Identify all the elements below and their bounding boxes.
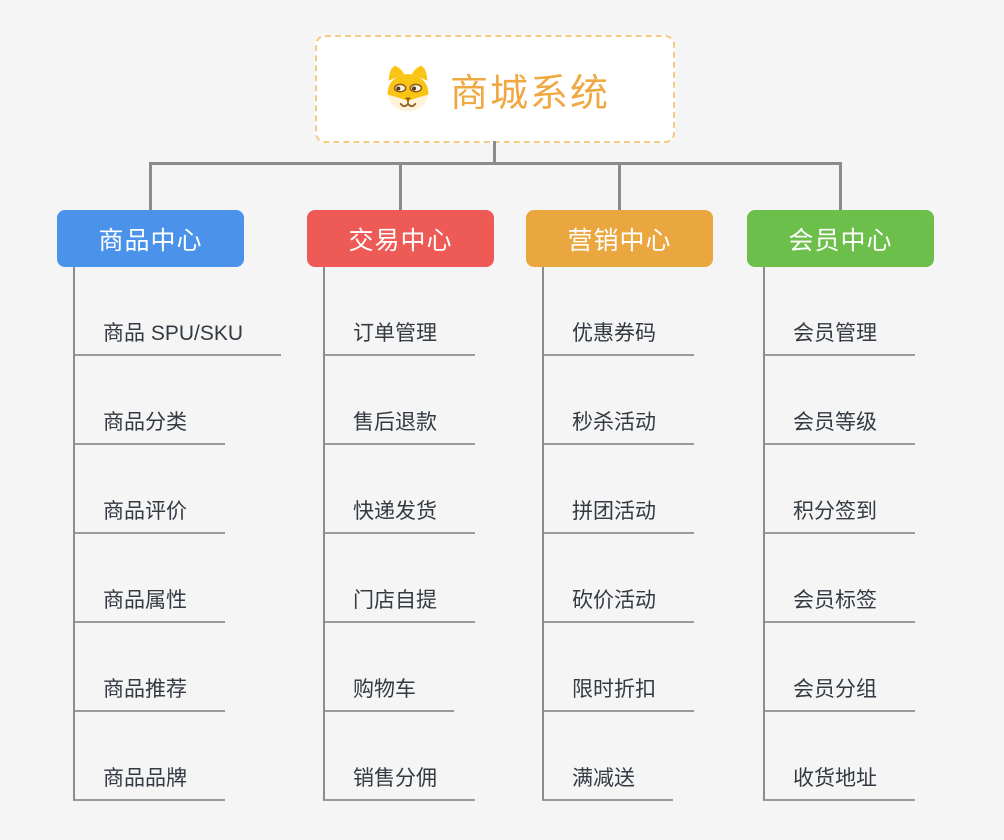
branch-header-trade-center[interactable]: 交易中心 (307, 210, 494, 267)
connector-root-drop (493, 141, 496, 163)
node-limited-time-discount[interactable]: 限时折扣 (542, 673, 694, 712)
node-product-brand[interactable]: 商品品牌 (73, 762, 225, 801)
branch-items: 订单管理 售后退款 快递发货 门店自提 购物车 销售分佣 (323, 267, 547, 801)
branch-spine (73, 267, 75, 800)
branch-items: 会员管理 会员等级 积分签到 会员标签 会员分组 收货地址 (763, 267, 987, 801)
connector-bus (149, 162, 842, 165)
node-after-sale-refund[interactable]: 售后退款 (323, 406, 475, 445)
connector-drop-2 (399, 164, 402, 210)
branch-header-member-center[interactable]: 会员中心 (747, 210, 934, 267)
branch-header-product-center[interactable]: 商品中心 (57, 210, 244, 267)
node-product-attribute[interactable]: 商品属性 (73, 584, 225, 623)
node-order-management[interactable]: 订单管理 (323, 317, 475, 356)
node-member-group[interactable]: 会员分组 (763, 673, 915, 712)
node-express-delivery[interactable]: 快递发货 (323, 495, 475, 534)
branch-spine (763, 267, 765, 800)
node-store-pickup[interactable]: 门店自提 (323, 584, 475, 623)
branch-items: 优惠券码 秒杀活动 拼团活动 砍价活动 限时折扣 满减送 (542, 267, 766, 801)
branch-header-marketing-center[interactable]: 营销中心 (526, 210, 713, 267)
dog-face-icon (380, 64, 436, 114)
branch-member-center: 会员中心 会员管理 会员等级 积分签到 会员标签 会员分组 收货地址 (747, 210, 987, 801)
node-bargain-activity[interactable]: 砍价活动 (542, 584, 694, 623)
node-flash-sale[interactable]: 秒杀活动 (542, 406, 694, 445)
node-shipping-address[interactable]: 收货地址 (763, 762, 915, 801)
branch-product-center: 商品中心 商品 SPU/SKU 商品分类 商品评价 商品属性 商品推荐 商品品牌 (57, 210, 297, 801)
branch-trade-center: 交易中心 订单管理 售后退款 快递发货 门店自提 购物车 销售分佣 (307, 210, 547, 801)
node-member-management[interactable]: 会员管理 (763, 317, 915, 356)
root-node[interactable]: 商城系统 (315, 35, 675, 143)
node-product-spu-sku[interactable]: 商品 SPU/SKU (73, 317, 282, 356)
node-sales-commission[interactable]: 销售分佣 (323, 762, 475, 801)
node-coupon-code[interactable]: 优惠券码 (542, 317, 694, 356)
branch-spine (542, 267, 544, 800)
branch-items: 商品 SPU/SKU 商品分类 商品评价 商品属性 商品推荐 商品品牌 (73, 267, 297, 801)
node-full-reduction[interactable]: 满减送 (542, 762, 673, 801)
connector-drop-4 (839, 164, 842, 210)
node-member-tag[interactable]: 会员标签 (763, 584, 915, 623)
root-title: 商城系统 (449, 72, 610, 115)
node-shopping-cart[interactable]: 购物车 (323, 673, 454, 712)
node-product-review[interactable]: 商品评价 (73, 495, 225, 534)
connector-drop-1 (149, 164, 152, 210)
node-member-level[interactable]: 会员等级 (763, 406, 915, 445)
node-product-recommend[interactable]: 商品推荐 (73, 673, 225, 712)
node-product-category[interactable]: 商品分类 (73, 406, 225, 445)
node-group-buy[interactable]: 拼团活动 (542, 495, 694, 534)
connector-drop-3 (618, 164, 621, 210)
node-points-checkin[interactable]: 积分签到 (763, 495, 915, 534)
branch-spine (323, 267, 325, 800)
branch-marketing-center: 营销中心 优惠券码 秒杀活动 拼团活动 砍价活动 限时折扣 满减送 (526, 210, 766, 801)
